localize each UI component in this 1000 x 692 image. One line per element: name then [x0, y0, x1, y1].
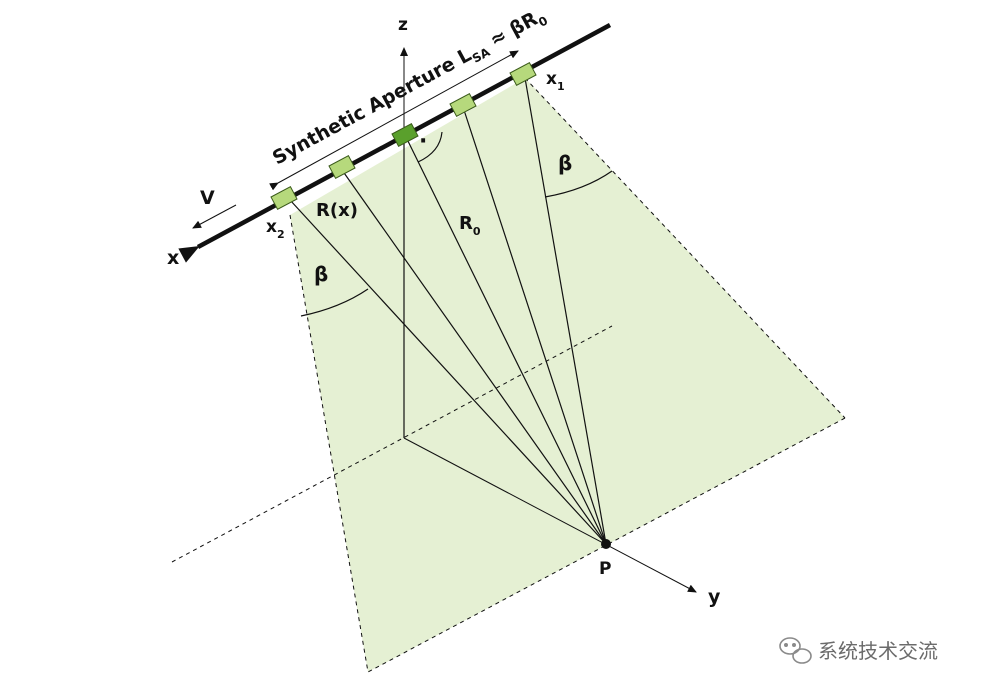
velocity-label: V [200, 187, 215, 209]
x1-label: x1 [546, 69, 565, 93]
antenna-2 [328, 154, 356, 180]
range-r0-label: R0 [459, 213, 481, 238]
watermark-text: 系统技术交流 [818, 639, 938, 663]
y-axis [403, 437, 697, 593]
beam-footprint-area [290, 78, 845, 672]
target-point-p [601, 539, 611, 549]
beam-dashed-edges [289, 77, 846, 673]
antenna-center [391, 122, 419, 148]
antenna-x1 [509, 61, 537, 87]
velocity-arrow [192, 204, 237, 229]
x-axis-label: x [167, 247, 179, 269]
beta-arc-right [544, 170, 613, 198]
range-line-r0 [404, 134, 607, 545]
watermark: 系统技术交流 [779, 637, 938, 664]
beta-arc-left [300, 288, 369, 317]
beta-right-label: β [558, 151, 572, 175]
z-axis-label: z [398, 15, 408, 35]
beta-left-label: β [314, 262, 328, 286]
aperture-length-arrow [269, 50, 519, 191]
x2-label: x2 [266, 217, 285, 241]
right-angle-dot: · [419, 129, 427, 154]
ground-track-dashed-line [171, 325, 613, 563]
range-line-x2 [289, 199, 607, 545]
range-lines [289, 77, 607, 545]
range-rx-label: R(x) [316, 200, 358, 221]
antenna-x2 [270, 185, 298, 211]
antenna-4 [449, 92, 477, 118]
y-axis-label: y [708, 586, 721, 608]
range-line-rx [341, 169, 607, 545]
target-label: P [599, 559, 611, 579]
wechat-chat-bubbles-icon [779, 637, 812, 664]
antenna-array [270, 61, 537, 211]
range-line-x1 [524, 77, 607, 545]
